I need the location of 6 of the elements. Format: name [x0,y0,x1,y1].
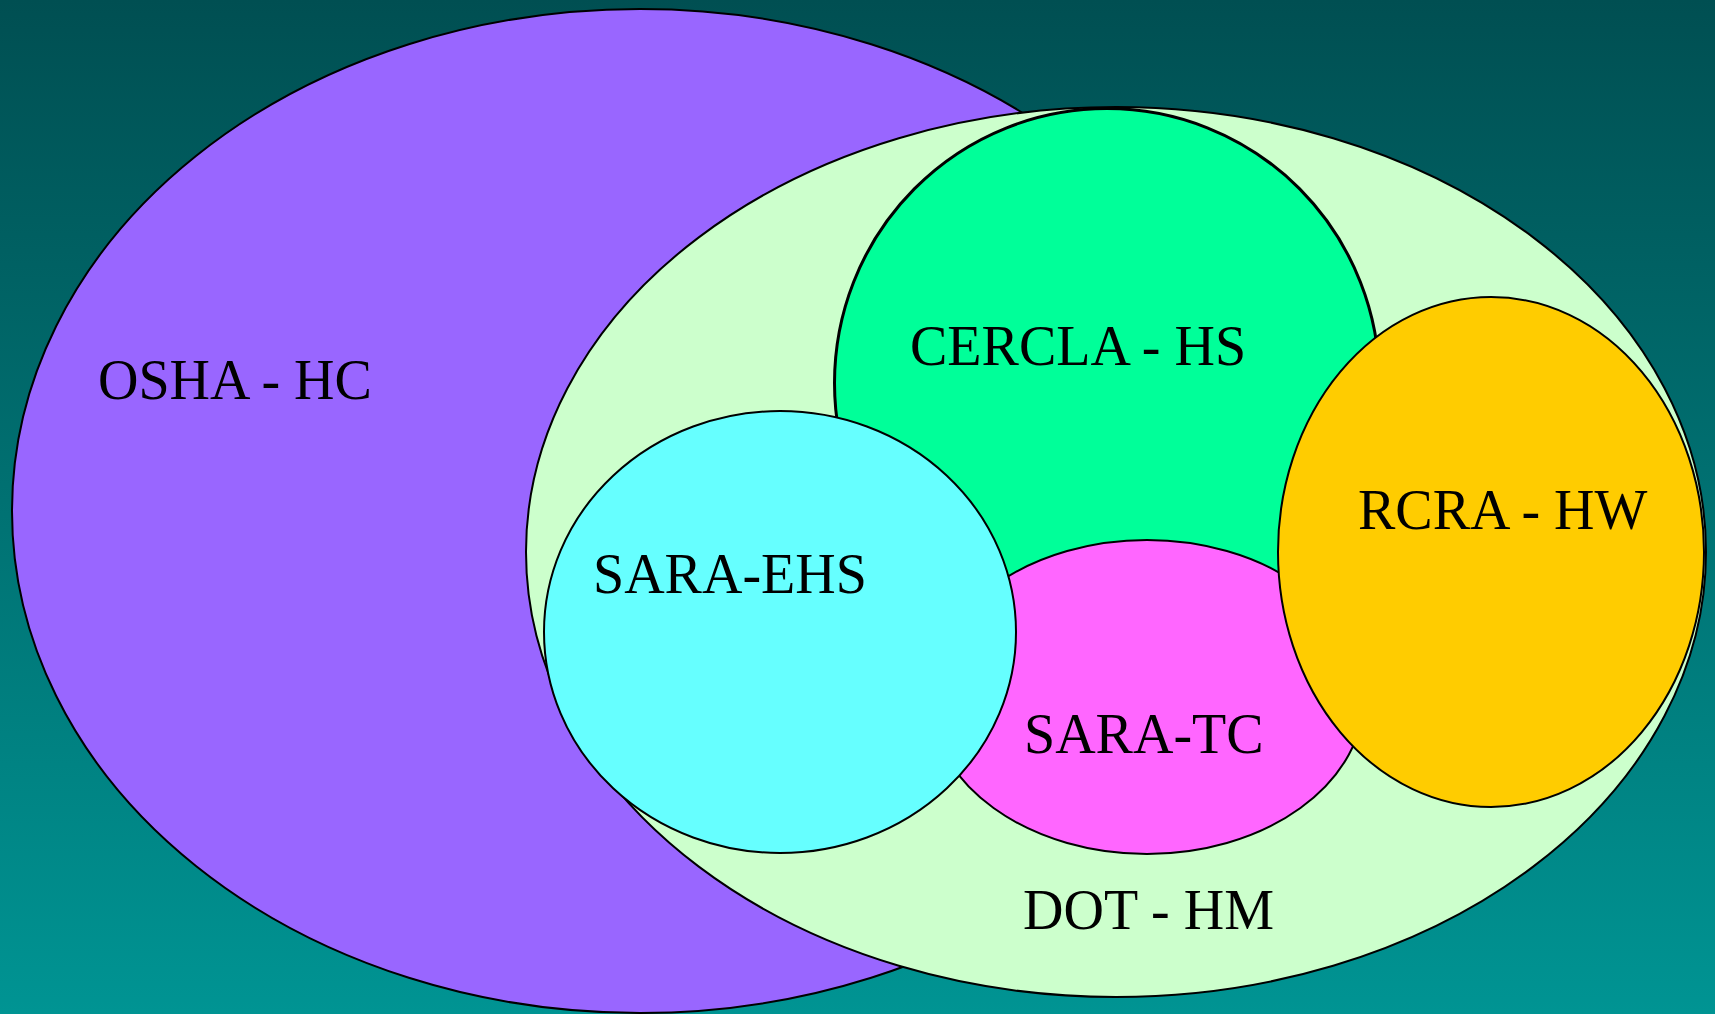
set-label: RCRA - HW [1358,482,1648,538]
set-label: DOT - HM [1023,882,1274,938]
set-label: OSHA - HC [98,352,372,408]
set-label: CERCLA - HS [910,318,1247,374]
set-label: SARA-TC [1024,706,1264,762]
set-label: SARA-EHS [593,546,867,602]
